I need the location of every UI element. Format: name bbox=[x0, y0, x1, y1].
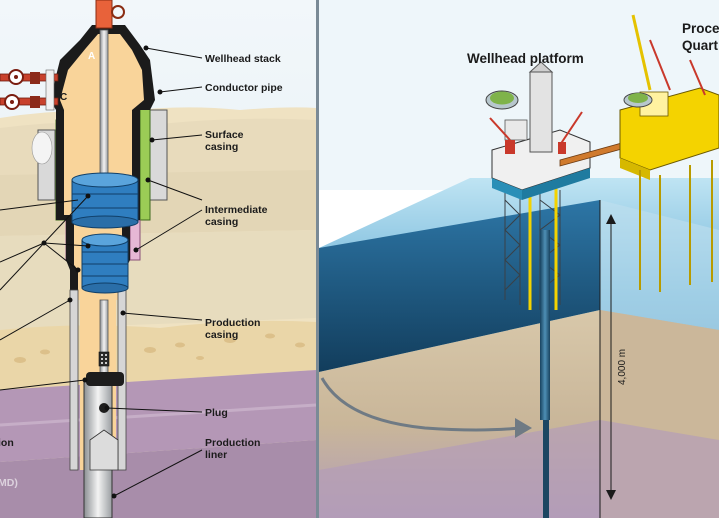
depth-label: 4,000 m bbox=[617, 349, 628, 385]
label-process-quarters-line1: Proce bbox=[682, 21, 719, 36]
zoom-arrow bbox=[320, 377, 521, 432]
pebble-layer bbox=[0, 320, 316, 390]
rock-layer-lower bbox=[0, 440, 316, 518]
pebbles bbox=[14, 333, 305, 363]
label-production-casing-line1: Production bbox=[205, 317, 260, 329]
label-process-quarters-line2: Quart bbox=[682, 38, 719, 53]
label-cut-edge-1: ion bbox=[0, 437, 14, 449]
side-valves bbox=[0, 69, 59, 111]
production-casing-left bbox=[69, 289, 79, 471]
label-surface-casing-line2: casing bbox=[205, 141, 238, 153]
silt-layer bbox=[0, 230, 316, 330]
label-intermediate-casing-line2: casing bbox=[205, 216, 238, 228]
label-surface-casing-line1: Surface bbox=[205, 129, 244, 141]
label-cut-edge-2: MD) bbox=[0, 477, 18, 489]
label-production-liner-line2: liner bbox=[205, 449, 227, 461]
tubing-lower bbox=[99, 299, 109, 381]
left-panel: A C Wellhead stack Conductor pipe Surfac… bbox=[0, 0, 317, 518]
packer-stack-lower bbox=[81, 233, 129, 294]
wellbore bbox=[540, 230, 550, 420]
marker-a: A bbox=[88, 51, 95, 62]
right-panel: 4,000 m bbox=[319, 0, 719, 518]
label-wellhead-stack: Wellhead stack bbox=[205, 53, 281, 65]
crane-boom bbox=[631, 14, 652, 91]
panel-divider bbox=[316, 0, 319, 518]
plug bbox=[99, 403, 109, 413]
label-production-casing-line2: casing bbox=[205, 329, 238, 341]
label-plug: Plug bbox=[205, 407, 228, 419]
leader-lines bbox=[0, 47, 203, 497]
top-valve bbox=[95, 0, 113, 29]
label-wellhead-platform: Wellhead platform bbox=[467, 51, 584, 66]
packer-stack-upper bbox=[71, 172, 139, 229]
surface-casing-right bbox=[139, 99, 151, 221]
depth-indicator: 4,000 m bbox=[606, 214, 628, 500]
wellhead-platform bbox=[485, 61, 591, 200]
drill-tower bbox=[529, 71, 553, 153]
wellhead-jacket-yellow bbox=[528, 180, 558, 310]
process-quarters-platform bbox=[619, 14, 719, 292]
label-intermediate-casing-line1: Intermediate bbox=[205, 204, 268, 216]
marker-c: C bbox=[60, 92, 67, 103]
label-conductor-pipe: Conductor pipe bbox=[205, 82, 283, 94]
production-packer bbox=[86, 372, 124, 386]
label-production-liner-line1: Production bbox=[205, 437, 260, 449]
tubing-upper bbox=[99, 29, 109, 181]
